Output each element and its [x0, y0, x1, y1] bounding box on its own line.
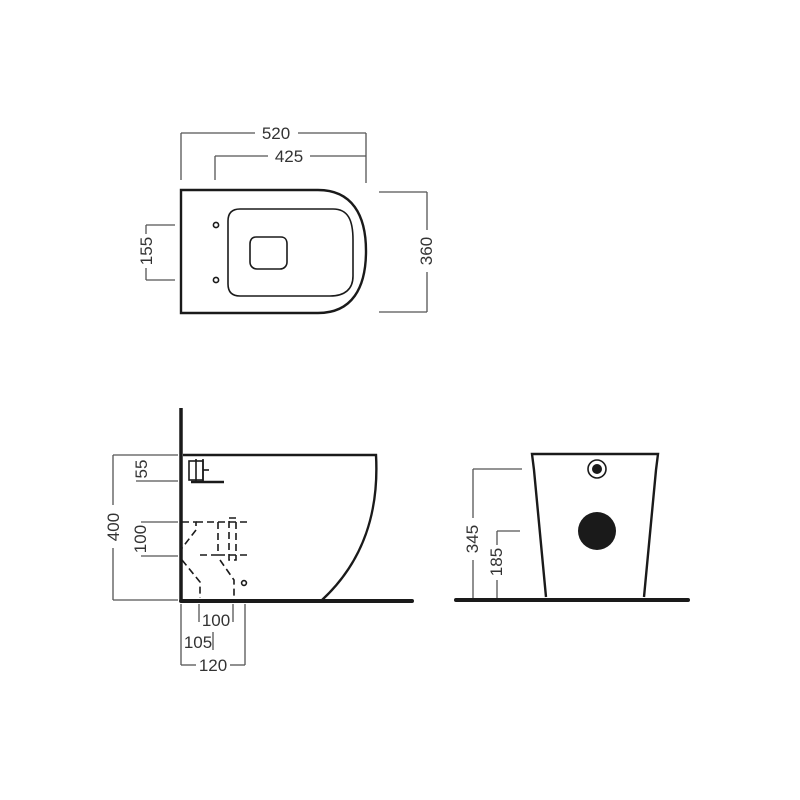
dim-425-label: 425: [275, 147, 303, 166]
dim-100-horizontal-label: 100: [202, 611, 230, 630]
dim-fixing-spacing: 155: [137, 224, 175, 281]
fixing-hole-upper: [212, 221, 220, 229]
outlet-hidden-lines: [181, 517, 250, 598]
inlet-fitting: [188, 459, 224, 484]
bowl-back-outline: [530, 452, 660, 598]
dim-inlet-height: 55: [132, 454, 178, 482]
dim-width-overall: 520: [180, 124, 367, 183]
dim-520-label: 520: [262, 124, 290, 143]
dim-back-185: 185: [487, 530, 520, 598]
dim-back-345: 345: [463, 468, 522, 598]
dim-105-label: 105: [184, 633, 212, 652]
dim-400-label: 400: [104, 513, 123, 541]
dim-outlet-offsets: 100 105 120: [180, 604, 246, 675]
dim-width-inner: 425: [214, 147, 366, 180]
dim-100-vertical-label: 100: [131, 525, 150, 553]
dim-155-label: 155: [137, 237, 156, 265]
back-view: 345 185: [454, 452, 690, 602]
dim-360-label: 360: [417, 237, 436, 265]
outlet-hole: [578, 512, 616, 550]
bowl-side-outline: [183, 453, 378, 601]
dim-outlet-pipe: 100: [131, 521, 178, 557]
side-view: 55 400 100 100 105 120: [104, 408, 414, 675]
seat-opening: [227, 208, 354, 297]
bowl-top-outline: [179, 188, 368, 315]
dim-height: 400: [104, 454, 178, 601]
dim-depth: 360: [379, 191, 436, 313]
dim-120-label: 120: [199, 656, 227, 675]
dim-345-label: 345: [463, 525, 482, 553]
flush-outlet: [249, 236, 288, 270]
top-view: 520 425 155 360: [137, 124, 436, 315]
dim-185-label: 185: [487, 548, 506, 576]
inlet-ring: [587, 459, 607, 479]
inlet-hole: [592, 464, 602, 474]
fixing-hole-lower: [212, 276, 220, 284]
dim-55-label: 55: [132, 460, 151, 479]
